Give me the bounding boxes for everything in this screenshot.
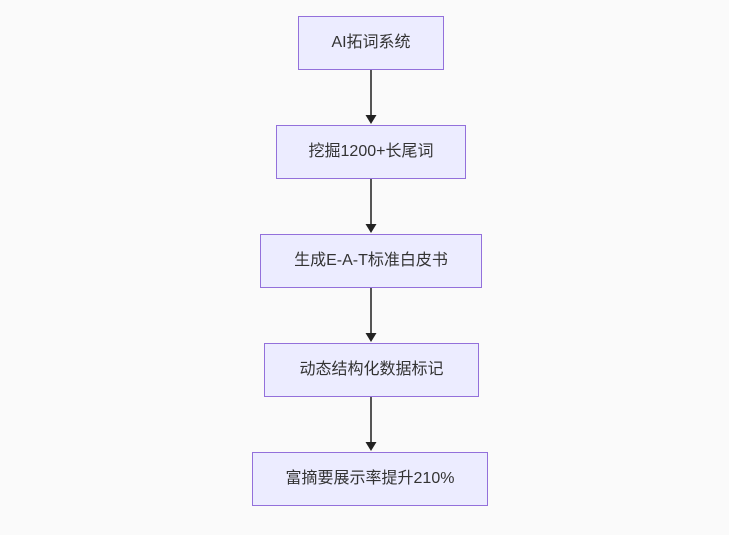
node-label: 生成E-A-T标准白皮书 — [294, 252, 448, 269]
node-label: 挖掘1200+长尾词 — [308, 143, 434, 160]
flow-node-eat-whitepaper: 生成E-A-T标准白皮书 — [260, 234, 482, 288]
flow-node-structured-data-markup: 动态结构化数据标记 — [264, 343, 479, 397]
node-label: 富摘要展示率提升210% — [285, 470, 455, 487]
edge-arrow-3 — [365, 288, 377, 342]
node-label: 动态结构化数据标记 — [299, 361, 444, 378]
flow-node-ai-word-expansion-system: AI拓词系统 — [298, 16, 444, 70]
node-label: AI拓词系统 — [331, 34, 411, 51]
edge-arrow-2 — [365, 179, 377, 233]
flow-node-rich-snippet-rate: 富摘要展示率提升210% — [252, 452, 488, 506]
edge-arrow-1 — [365, 70, 377, 124]
flow-node-longtail-keyword-mining: 挖掘1200+长尾词 — [276, 125, 466, 179]
edge-arrow-4 — [365, 397, 377, 451]
